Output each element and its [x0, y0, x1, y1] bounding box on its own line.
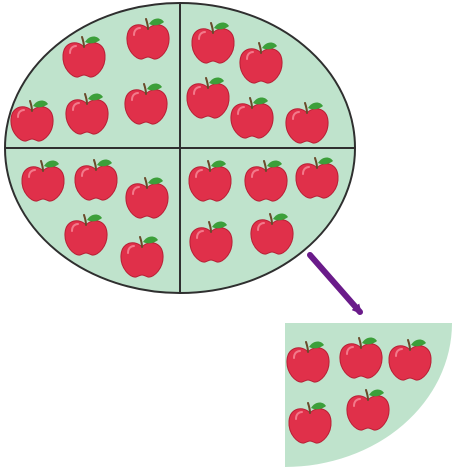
arrow-icon	[310, 255, 360, 312]
arrow-shaft	[310, 255, 360, 312]
whole-plate	[5, 3, 355, 293]
extracted-piece	[285, 323, 452, 467]
